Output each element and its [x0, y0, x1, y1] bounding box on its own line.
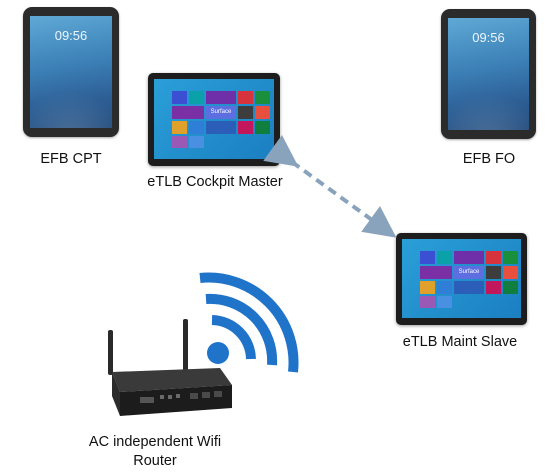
etlb-master-label: eTLB Cockpit Master [147, 174, 283, 190]
etlb-slave-tile-surface: Surface [454, 266, 484, 279]
etlb-slave-label: eTLB Maint Slave [402, 334, 518, 350]
router-label-line2: Router [133, 453, 177, 469]
etlb-master-screen: Surface [154, 79, 274, 159]
etlb-slave-screen: Surface [402, 239, 521, 318]
etlb-slave-tablet: Surface [396, 233, 527, 325]
etlb-master-tile-surface: Surface [206, 106, 236, 119]
efb-fo-tablet: 09:56 [441, 9, 536, 139]
router-icon [108, 319, 232, 416]
efb-fo-label: EFB FO [462, 151, 516, 167]
efb-cpt-clock: 09:56 [54, 28, 88, 43]
master-slave-link-arrow [263, 134, 397, 238]
efb-cpt-tablet: 09:56 [23, 7, 119, 137]
wifi-icon [199, 272, 299, 373]
etlb-master-tablet: Surface [148, 73, 280, 166]
efb-cpt-screen: 09:56 [30, 16, 112, 128]
efb-fo-screen: 09:56 [448, 18, 529, 130]
efb-cpt-label: EFB CPT [40, 151, 102, 167]
efb-fo-clock: 09:56 [472, 30, 505, 45]
router-label-line1: AC independent Wifi [88, 434, 222, 450]
